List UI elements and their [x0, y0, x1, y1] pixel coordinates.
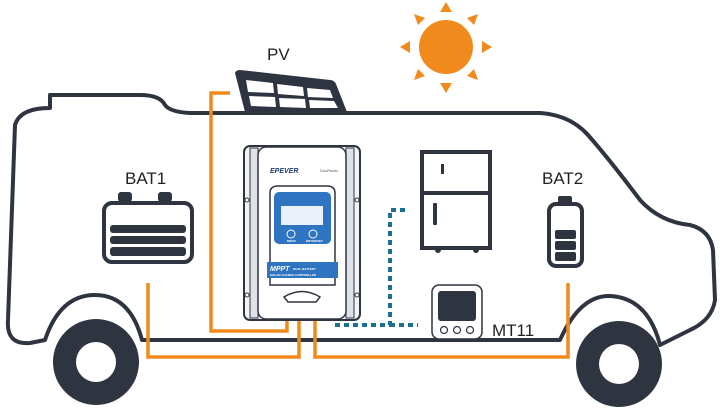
- bat2-icon: [547, 196, 584, 268]
- bat1-wire: [146, 283, 301, 359]
- power-wires: [146, 91, 570, 359]
- rear-wheel: [576, 321, 662, 407]
- enter-set-button[interactable]: [308, 229, 318, 239]
- bat1-icon: [102, 192, 194, 264]
- comm-wires: [335, 208, 418, 327]
- bat2-label: BAT2: [542, 169, 583, 188]
- bat2-wire: [313, 283, 570, 359]
- front-wheel: [53, 319, 139, 405]
- bat1-label: BAT1: [125, 169, 166, 188]
- model-tag: DuoRacer: [320, 168, 339, 173]
- sun-icon: [400, 2, 492, 93]
- charge-controller: EPEVER DuoRacer MENU ENTER/SET MPPT DUAL…: [243, 145, 361, 321]
- mt11-remote-meter: [431, 284, 483, 340]
- mt11-label: MT11: [492, 321, 534, 340]
- lcd-screen: [281, 206, 323, 225]
- dual-battery-text: DUAL BATTERY: [293, 267, 316, 271]
- brand-logo: EPEVER: [270, 168, 298, 175]
- solar-panel-icon: [235, 70, 347, 112]
- pv-label: PV: [267, 45, 290, 64]
- menu-label: MENU: [287, 239, 296, 243]
- product-banner: [267, 262, 338, 278]
- refrigerator-icon: [420, 150, 492, 253]
- solar-charge-controller-text: SOLAR CHARGE CONTROLLER: [270, 273, 317, 277]
- mppt-text: MPPT: [270, 266, 290, 273]
- enter-set-label: ENTER/SET: [306, 239, 323, 243]
- comm-wire: [335, 208, 408, 327]
- menu-button[interactable]: [286, 229, 296, 239]
- pv-wire: [209, 91, 289, 333]
- rv-body: [5, 93, 717, 347]
